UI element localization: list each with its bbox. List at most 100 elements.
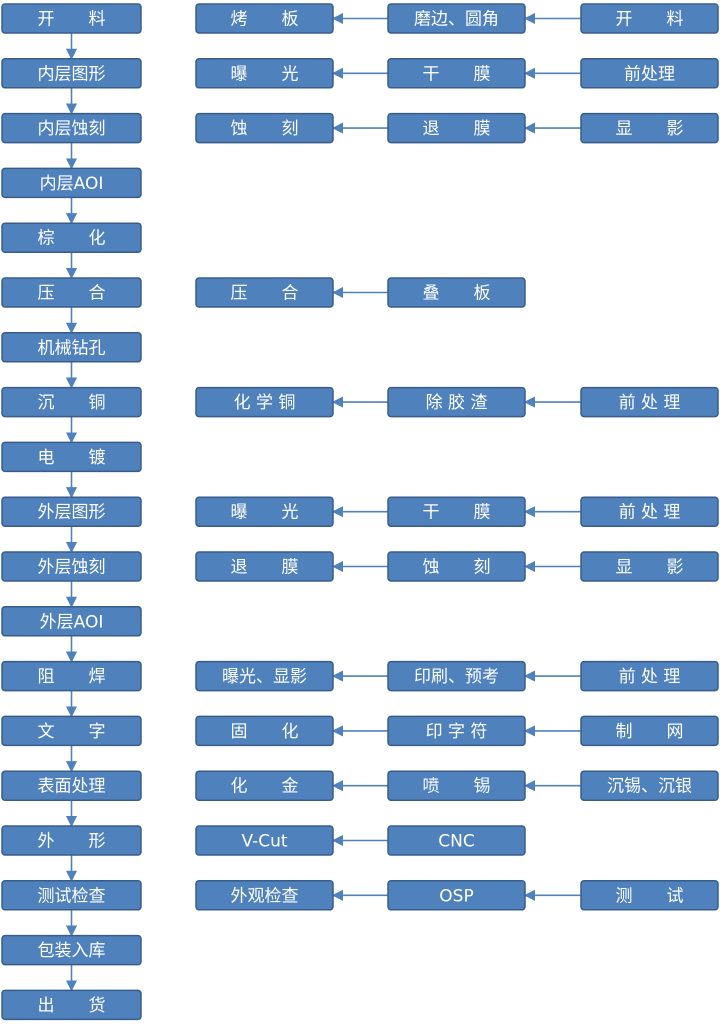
sub-row-9-step-a-label: 曝 光 <box>231 503 299 523</box>
sub-row-13-step-b-box <box>387 715 526 747</box>
sub-row-10-step-b-label: 蚀 刻 <box>423 558 491 578</box>
sub-row-16-step-b-label: OSP <box>439 886 473 906</box>
main-step-1: 开 料 <box>1 3 142 34</box>
sub-row-16-step-c-box <box>580 880 719 911</box>
main-step-19: 出 货 <box>1 989 142 1021</box>
main-step-8-label: 沉 铜 <box>38 393 106 413</box>
main-step-15: 表面处理 <box>1 770 142 801</box>
sub-row-7-step-c-label: 前 处 理 <box>619 393 681 413</box>
connector-layer <box>65 12 581 992</box>
sub-row-15-step-b: CNC <box>387 825 526 856</box>
sub-row-9-step-c-box <box>580 496 719 527</box>
sub-row-14-step-a-label: 化 金 <box>231 777 299 797</box>
main-step-4: 内层AOI <box>1 167 142 199</box>
main-step-3-box <box>1 112 142 144</box>
sub-row-5-step-a-box <box>195 277 334 308</box>
sub-row-16-step-a-box <box>195 880 334 911</box>
sub-row-2-step-a-label: 蚀 刻 <box>231 119 299 139</box>
sub-row-12-step-b-box <box>387 660 526 692</box>
sub-row-10-step-a-label: 退 膜 <box>231 558 299 578</box>
main-step-5: 棕 化 <box>1 222 142 253</box>
sub-row-12-step-c: 前 处 理 <box>580 660 719 692</box>
sub-row-9-step-b: 干 膜 <box>387 496 526 527</box>
main-step-1-box <box>1 3 142 34</box>
main-step-7-box <box>1 332 142 363</box>
sub-row-16-step-c: 测 试 <box>580 880 719 911</box>
sub-row-14-step-b-label: 喷 锡 <box>423 777 491 797</box>
sub-row-10-step-a: 退 膜 <box>195 551 334 582</box>
sub-row-1-step-b-box <box>387 58 526 89</box>
sub-row-1-step-c: 前处理 <box>580 58 719 89</box>
main-step-5-label: 棕 化 <box>38 229 106 249</box>
main-step-18-box <box>1 934 142 966</box>
main-step-19-box <box>1 989 142 1021</box>
sub-row-2-step-b-label: 退 膜 <box>423 119 491 139</box>
sub-row-9-step-c: 前 处 理 <box>580 496 719 527</box>
sub-row-13-step-a-box <box>195 715 334 747</box>
main-step-8: 沉 铜 <box>1 386 142 418</box>
sub-row-0-step-a-label: 烤 板 <box>231 10 299 30</box>
sub-row-2-step-c: 显 影 <box>580 112 719 144</box>
sub-row-1-step-c-box <box>580 58 719 89</box>
sub-row-10-step-b-box <box>387 551 526 582</box>
sub-row-15-step-a-box <box>195 825 334 856</box>
sub-row-2-step-b: 退 膜 <box>387 112 526 144</box>
main-step-11: 外层蚀刻 <box>1 551 142 582</box>
sub-row-2-step-b-box <box>387 112 526 144</box>
sub-row-7-step-b-label: 除 胶 渣 <box>426 393 488 413</box>
main-step-12-box <box>1 606 142 637</box>
sub-row-2-step-c-label: 显 影 <box>616 119 684 139</box>
main-step-1-label: 开 料 <box>38 10 106 30</box>
main-step-4-box <box>1 167 142 199</box>
main-step-14-label: 文 字 <box>38 722 106 742</box>
sub-row-7-step-b-box <box>387 386 526 418</box>
sub-row-16-step-b: OSP <box>387 880 526 911</box>
sub-row-7-step-a-label: 化 学 铜 <box>234 393 296 413</box>
main-step-9-box <box>1 441 142 473</box>
main-step-7-label: 机械钻孔 <box>38 338 106 358</box>
main-step-17: 测试检查 <box>1 880 142 911</box>
sub-row-14-step-b-box <box>387 770 526 801</box>
sub-row-15-step-a-label: V-Cut <box>241 832 287 852</box>
main-step-4-label: 内层AOI <box>40 174 104 194</box>
main-step-15-box <box>1 770 142 801</box>
main-step-10: 外层图形 <box>1 496 142 527</box>
sub-row-13-step-c-label: 制 网 <box>616 722 684 742</box>
sub-row-0-step-b-label: 磨边、圆角 <box>414 10 499 30</box>
sub-row-15-step-a: V-Cut <box>195 825 334 856</box>
main-step-9-label: 电 镀 <box>38 448 106 468</box>
main-step-11-label: 外层蚀刻 <box>38 558 106 578</box>
sub-row-12-step-b-label: 印刷、预考 <box>414 667 499 687</box>
sub-row-12-step-a-label: 曝光、显影 <box>222 667 307 687</box>
sub-row-9-step-a: 曝 光 <box>195 496 334 527</box>
sub-row-0-step-c: 开 料 <box>580 3 719 34</box>
main-step-6: 压 合 <box>1 277 142 308</box>
sub-row-10-step-c-label: 显 影 <box>616 558 684 578</box>
main-step-12: 外层AOI <box>1 606 142 637</box>
sub-row-9-step-a-box <box>195 496 334 527</box>
sub-row-16-step-a: 外观检查 <box>195 880 334 911</box>
main-step-16: 外 形 <box>1 825 142 856</box>
sub-row-0-step-a: 烤 板 <box>195 3 334 34</box>
main-step-2: 内层图形 <box>1 58 142 89</box>
sub-row-5-step-b: 叠 板 <box>387 277 526 308</box>
main-step-19-label: 出 货 <box>38 996 106 1016</box>
sub-row-12-step-a-box <box>195 660 334 692</box>
sub-row-1-step-c-label: 前处理 <box>624 64 675 84</box>
sub-row-0-step-b: 磨边、圆角 <box>387 3 526 34</box>
main-step-15-label: 表面处理 <box>38 777 106 797</box>
sub-row-2-step-c-box <box>580 112 719 144</box>
sub-row-5-step-a-label: 压 合 <box>231 284 299 304</box>
main-step-9: 电 镀 <box>1 441 142 473</box>
sub-row-1-step-a-label: 曝 光 <box>231 64 299 84</box>
sub-row-16-step-a-label: 外观检查 <box>231 886 299 906</box>
sub-row-13-step-b-label: 印 字 符 <box>426 722 488 742</box>
sub-row-13-step-a-label: 固 化 <box>231 722 299 742</box>
sub-row-5-step-b-label: 叠 板 <box>423 284 491 304</box>
sub-row-13-step-c-box <box>580 715 719 747</box>
main-step-13-label: 阻 焊 <box>38 667 106 687</box>
sub-row-16-step-c-label: 测 试 <box>616 886 684 906</box>
sub-row-14-step-a-box <box>195 770 334 801</box>
sub-row-9-step-b-box <box>387 496 526 527</box>
